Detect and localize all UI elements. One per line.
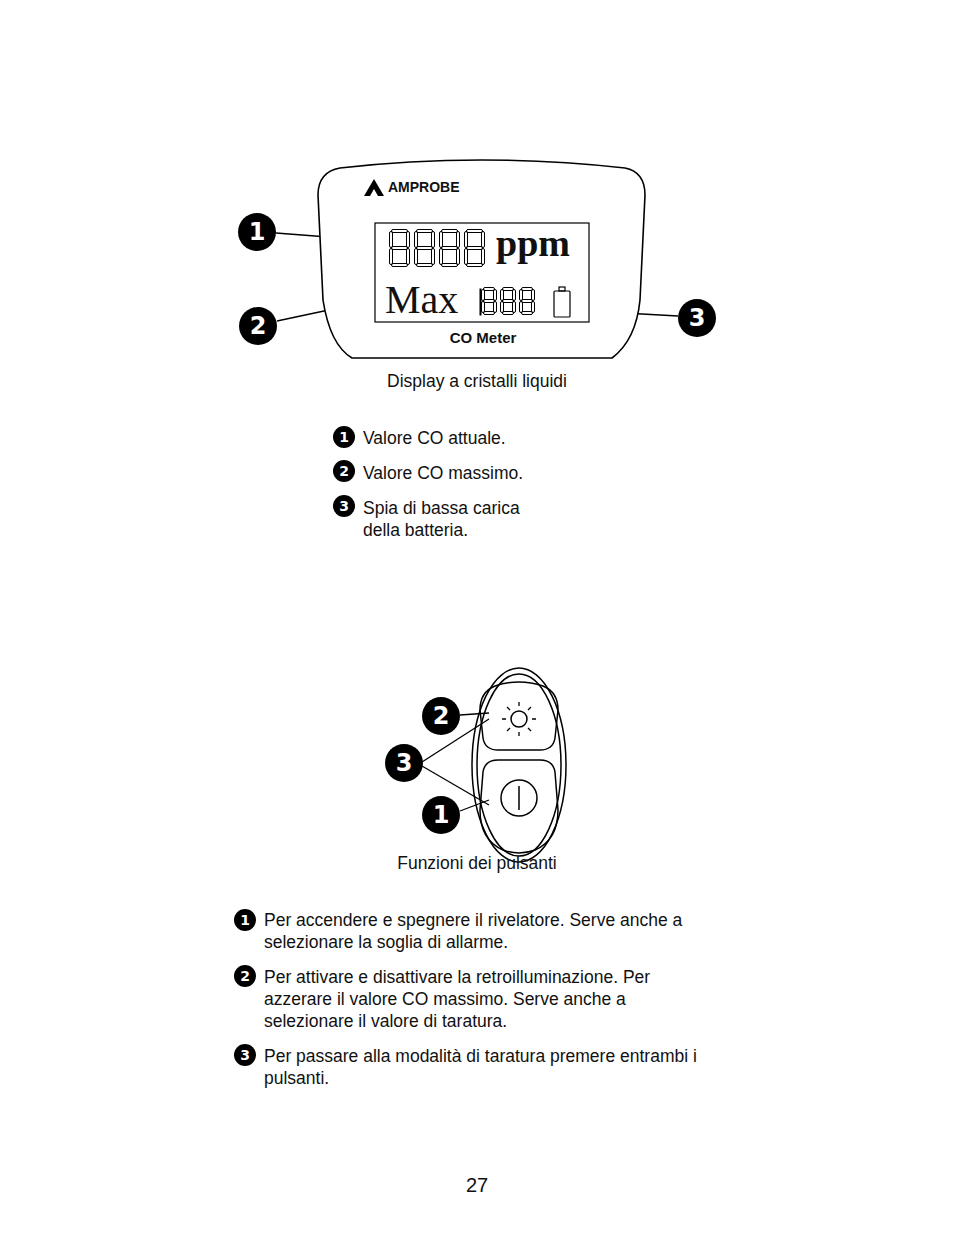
callout-number: 3: [333, 495, 355, 517]
sun-rays: [502, 702, 536, 736]
callout-number: 2: [422, 697, 460, 735]
power-icon: [501, 780, 537, 816]
callout-number: 2: [333, 460, 355, 482]
button-pad: [472, 668, 566, 862]
housing-outline: [318, 160, 645, 358]
description-text: Per passare alla modalità di taratura pr…: [264, 1045, 734, 1089]
leader-line: [460, 800, 489, 811]
logo-mark: [364, 179, 384, 196]
description-text: Per accendere e spegnere il rivelatore. …: [264, 909, 734, 953]
callout-number: 3: [234, 1044, 256, 1066]
power-icon-line: [518, 786, 520, 810]
page-number: 27: [427, 1174, 527, 1196]
callout-number: 1: [333, 426, 355, 448]
sun-icon: [511, 711, 527, 727]
lcd-outline: [375, 223, 589, 322]
callout-number: 3: [385, 744, 423, 782]
pad-inner: [477, 674, 561, 856]
callout-number: 1: [234, 909, 256, 931]
battery-tip: [559, 287, 565, 291]
callout-number: 1: [422, 796, 460, 834]
description-text: Valore CO attuale.: [363, 427, 663, 449]
backlight-button: [480, 682, 558, 750]
pad-outline: [472, 668, 566, 862]
description-text: Per attivare e disattivare la retroillum…: [264, 966, 699, 1032]
figure-caption: Funzioni dei pulsanti: [327, 852, 627, 874]
device-name: CO Meter: [316, 330, 650, 345]
max-text: Max: [385, 280, 458, 320]
description-text: Spia di bassa carica della batteria.: [363, 497, 543, 541]
description-text: Valore CO massimo.: [363, 462, 663, 484]
figure-caption: Display a cristalli liquidi: [327, 370, 627, 392]
callout-number: 1: [238, 213, 276, 251]
callout-number: 2: [234, 965, 256, 987]
brand-name: AMPROBE: [388, 180, 460, 194]
lcd-display: ppmMax: [375, 223, 589, 322]
meter-housing: AMPROBE CO Meter ppmMax: [316, 150, 650, 362]
unit-text: ppm: [496, 224, 570, 262]
callout-number: 2: [239, 307, 277, 345]
callout-number: 3: [678, 299, 716, 337]
battery-icon: [554, 291, 570, 317]
power-button: [480, 760, 558, 853]
